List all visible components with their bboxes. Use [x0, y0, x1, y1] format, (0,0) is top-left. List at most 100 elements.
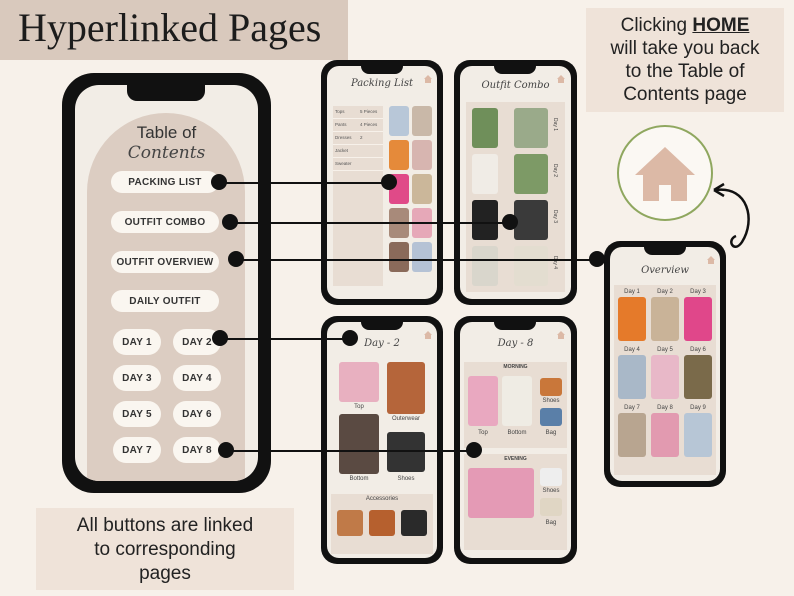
outfit-photo[interactable]: [651, 413, 679, 457]
day8-label-top: Top: [478, 430, 488, 436]
toc-button-packing-list[interactable]: PACKING LIST: [111, 171, 219, 193]
toc-day-1[interactable]: DAY 1: [113, 329, 161, 355]
day8-label-bag-pm: Bag: [545, 520, 557, 526]
overview-day-6: Day 6: [690, 347, 706, 353]
overview-day-5: Day 5: [657, 347, 673, 353]
outfit-photo[interactable]: [651, 297, 679, 341]
day8-label-shoes-pm: Shoes: [542, 488, 560, 494]
day8-screen: Day - 8 MORNING Top Bottom Shoes Bag EVE…: [460, 322, 571, 558]
outfit-photo: [389, 242, 409, 272]
toc-day-8[interactable]: DAY 8: [173, 437, 221, 463]
outfit-photo: [389, 140, 409, 170]
outfit-photo: [472, 108, 498, 148]
accessory-photo: [401, 510, 427, 536]
day8-evening-label: EVENING: [504, 456, 527, 462]
home-icon[interactable]: [556, 74, 566, 84]
outfit-photo: [472, 154, 498, 194]
toc-button-outfit-overview[interactable]: OUTFIT OVERVIEW: [111, 251, 219, 273]
arrow-icon: [713, 182, 750, 248]
outfit-photo: [412, 242, 432, 272]
link-line-day2: [220, 338, 350, 340]
toc-screen: Table of Contents PACKING LIST OUTFIT CO…: [75, 85, 258, 481]
outfit-photo: [389, 106, 409, 136]
outfit-photo[interactable]: [684, 355, 712, 399]
combo-phone: Outfit Combo Day 1 Day 2 Day 3 Day 4: [454, 60, 577, 305]
page-title: Hyperlinked Pages: [18, 5, 322, 50]
accessory-photo: [369, 510, 395, 536]
outfit-photo: [540, 408, 562, 426]
outfit-photo[interactable]: [684, 413, 712, 457]
home-note-line4: Contents page: [623, 84, 747, 105]
day8-label-bottom: Bottom: [507, 430, 527, 436]
toc-day-7[interactable]: DAY 7: [113, 437, 161, 463]
link-dot-packing-end: [381, 174, 397, 190]
toc-subtitle: Contents: [127, 143, 206, 163]
home-icon[interactable]: [556, 330, 566, 340]
home-note-line3: to the Table of: [625, 61, 745, 82]
home-icon[interactable]: [423, 74, 433, 84]
day8-label-shoes-am: Shoes: [542, 398, 560, 404]
toc-day-6[interactable]: DAY 6: [173, 401, 221, 427]
home-icon[interactable]: [706, 255, 716, 265]
toc-day-3[interactable]: DAY 3: [113, 365, 161, 391]
combo-screen: Outfit Combo Day 1 Day 2 Day 3 Day 4: [460, 66, 571, 299]
table-row: Jacket: [333, 145, 383, 158]
link-dot-day2-end: [342, 330, 358, 346]
home-note-emph: HOME: [692, 15, 750, 36]
overview-day-1: Day 1: [624, 289, 640, 295]
link-line-combo: [230, 222, 510, 224]
home-note-prefix: Clicking: [620, 15, 688, 36]
outfit-photo: [412, 140, 432, 170]
outfit-photo: [339, 362, 379, 402]
link-dot-packing-start: [211, 174, 227, 190]
toc-day-5[interactable]: DAY 5: [113, 401, 161, 427]
home-note-line2: will take you back: [610, 38, 760, 59]
toc-day-4[interactable]: DAY 4: [173, 365, 221, 391]
outfit-photo[interactable]: [618, 355, 646, 399]
combo-day-3: Day 3: [552, 210, 558, 224]
day2-label-bottom: Bottom: [349, 476, 369, 482]
day2-screen: Day - 2 Top Outerwear Bottom Shoes Acces…: [327, 322, 437, 558]
day2-label-shoes: Shoes: [397, 476, 415, 482]
day2-phone: Day - 2 Top Outerwear Bottom Shoes Acces…: [321, 316, 443, 564]
toc-button-outfit-combo[interactable]: OUTFIT COMBO: [111, 211, 219, 233]
day8-title: Day - 8: [497, 338, 534, 349]
outfit-photo: [339, 414, 379, 474]
combo-day-1: Day 1: [552, 118, 558, 132]
toc-button-daily-outfit[interactable]: DAILY OUTFIT: [111, 290, 219, 312]
day2-accessories-label: Accessories: [365, 496, 399, 502]
day2-label-outerwear: Outerwear: [391, 416, 420, 422]
buttons-note-line2: to corresponding: [94, 539, 236, 560]
home-icon[interactable]: [423, 330, 433, 340]
day8-phone: Day - 8 MORNING Top Bottom Shoes Bag EVE…: [454, 316, 577, 564]
outfit-photo[interactable]: [618, 297, 646, 341]
overview-day-7: Day 7: [624, 405, 640, 411]
link-line-day8: [226, 450, 474, 452]
outfit-photo[interactable]: [618, 413, 646, 457]
link-dot-day8-start: [218, 442, 234, 458]
overview-phone: Overview Day 1 Day 2 Day 3 Day 4 Day 5 D…: [604, 241, 726, 487]
overview-title: Overview: [641, 265, 689, 276]
overview-day-8: Day 8: [657, 405, 673, 411]
home-icon: [635, 147, 695, 201]
link-dot-day8-end: [466, 442, 482, 458]
combo-day-4: Day 4: [552, 256, 558, 270]
home-badge: [617, 125, 713, 221]
outfit-photo: [412, 106, 432, 136]
table-row: Sweater: [333, 158, 383, 171]
outfit-photo: [412, 174, 432, 204]
title-banner: [0, 0, 348, 60]
combo-day-2: Day 2: [552, 164, 558, 178]
link-line-overview: [236, 259, 598, 261]
buttons-note-line1: All buttons are linked: [76, 515, 254, 536]
outfit-photo[interactable]: [651, 355, 679, 399]
outfit-photo: [468, 376, 498, 426]
buttons-note: All buttons are linked to corresponding …: [36, 514, 294, 586]
overview-day-2: Day 2: [657, 289, 673, 295]
day8-morning-label: MORNING: [503, 364, 528, 370]
day2-label-top: Top: [354, 404, 364, 410]
outfit-photo: [540, 378, 562, 396]
outfit-photo[interactable]: [684, 297, 712, 341]
